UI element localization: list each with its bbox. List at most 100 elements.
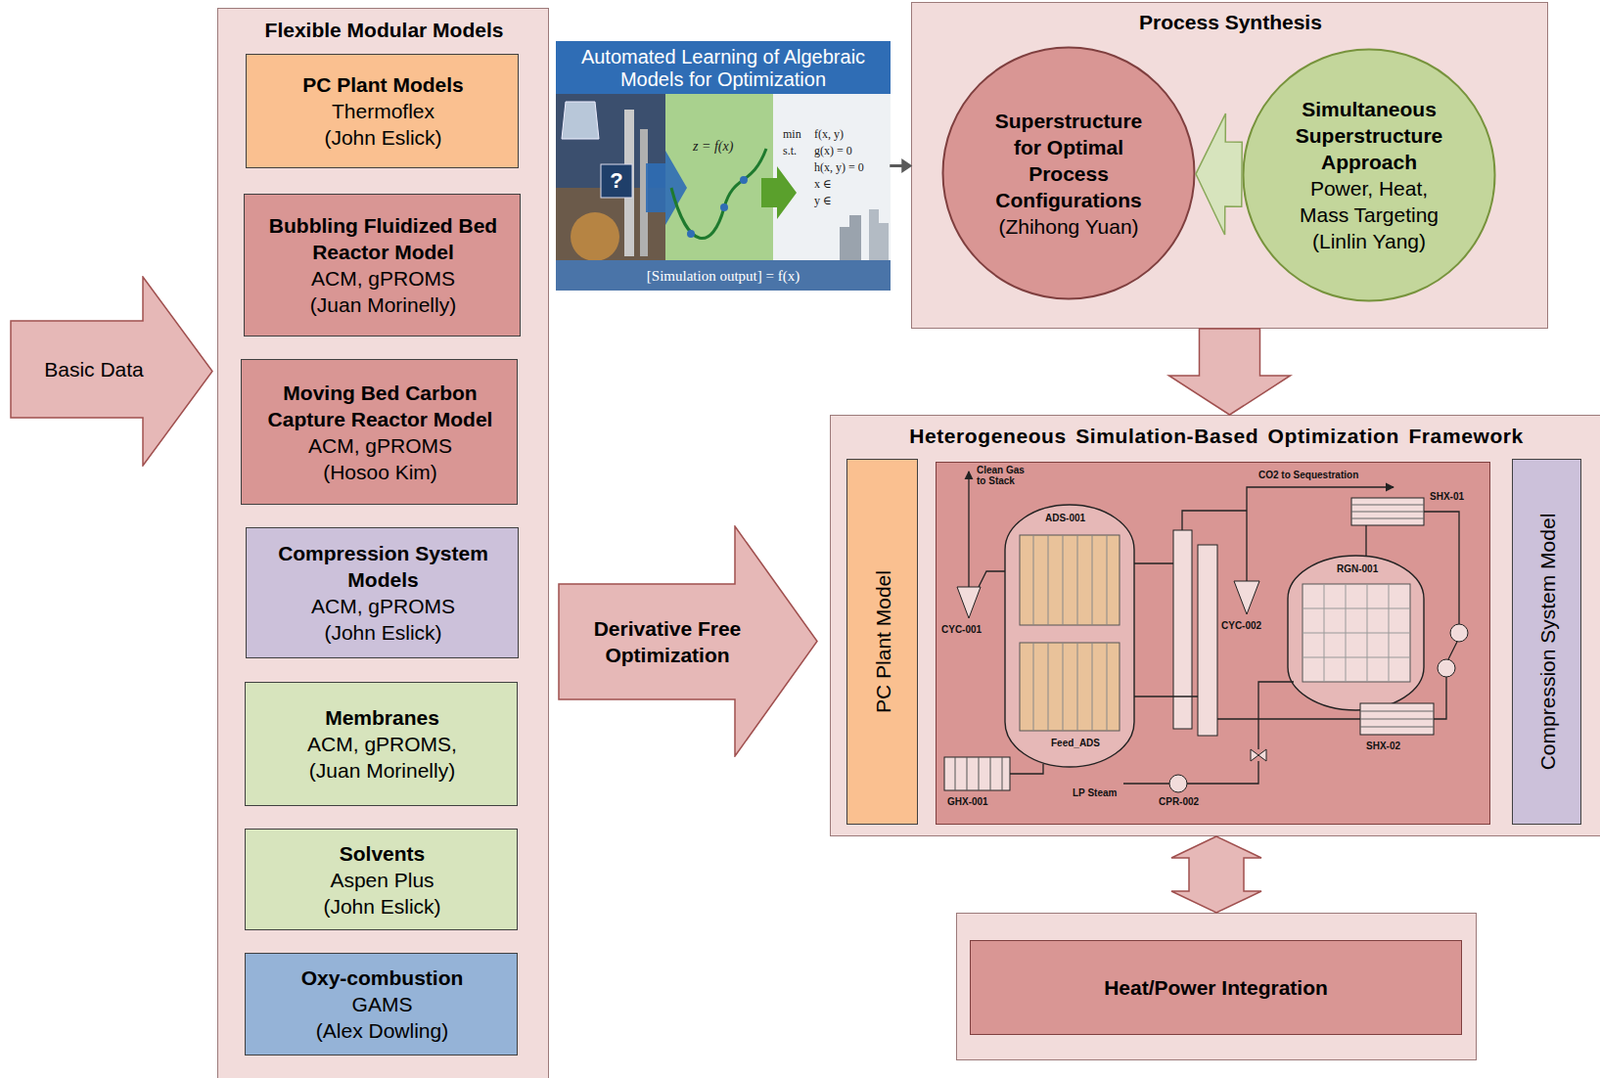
- node-text: (John Eslick): [256, 619, 510, 646]
- node-text: (Linlin Yang): [1285, 228, 1453, 255]
- node-text: (Juan Morinelly): [254, 291, 512, 319]
- figure-part: [1134, 562, 1174, 564]
- figure-part: [1134, 695, 1198, 697]
- node-heading: Solvents: [255, 840, 509, 868]
- figure-label: g(x) = 0: [814, 143, 853, 158]
- figure-label: LP Steam: [1072, 787, 1117, 799]
- figure-part: [665, 93, 774, 261]
- figure-label: h(x, y) = 0: [814, 160, 865, 175]
- model-box: Moving Bed Carbon Capture Reactor ModelA…: [240, 359, 518, 505]
- node-heading: PC Plant Models: [256, 71, 510, 98]
- node-text: ACM, gPROMS: [254, 265, 512, 292]
- figure-part: [1302, 584, 1411, 683]
- figure-part: [957, 587, 981, 619]
- node-text: ACM, gPROMS: [251, 432, 509, 459]
- figure-part: [1450, 624, 1468, 642]
- figure-part: [967, 471, 969, 588]
- text-group: SolventsAspen Plus(John Eslick): [255, 840, 509, 920]
- model-box: SolventsAspen Plus(John Eslick): [244, 828, 518, 931]
- node-text: (Juan Morinelly): [255, 757, 509, 784]
- text-group: PC Plant ModelsThermoflex(John Eslick): [256, 71, 510, 151]
- figure-part: [739, 176, 748, 184]
- figure-part: [1360, 703, 1434, 735]
- node-text: ACM, gPROMS,: [255, 731, 509, 758]
- figure-part: [555, 260, 891, 291]
- node-text: (Zhihong Yuan): [985, 213, 1152, 240]
- node-text: (John Eslick): [256, 124, 510, 151]
- synthesis-circle: Simultaneous Superstructure ApproachPowe…: [1241, 47, 1497, 303]
- text-group: Basic Data: [19, 356, 169, 383]
- figure-part: [1005, 504, 1135, 768]
- figure-part: [1250, 749, 1267, 762]
- figure-part: [1182, 510, 1247, 531]
- node-text: (Alex Dowling): [255, 1017, 509, 1045]
- figure-part: [555, 41, 891, 291]
- text-group: Automated Learning of Algebraic Models f…: [561, 45, 885, 92]
- figure-part: [570, 212, 620, 262]
- figure-label: Feed_ADS: [1051, 737, 1100, 749]
- node-text: GAMS: [255, 991, 509, 1018]
- figure-label: GHX-001: [947, 796, 989, 808]
- figure-label: CYC-002: [1221, 620, 1262, 632]
- text-group: Superstructure for Optimal Process Confi…: [985, 107, 1152, 240]
- figure-part: [944, 757, 1010, 791]
- figure-part: [1433, 677, 1447, 720]
- circle-outline: [943, 47, 1195, 300]
- figure-part: [1169, 775, 1188, 793]
- figure-label: f(x, y): [814, 127, 844, 141]
- text-group: Flexible Modular Models: [218, 16, 550, 44]
- figure-part: [1217, 718, 1361, 720]
- node-text: (John Eslick): [255, 893, 509, 920]
- figure-part: [773, 93, 891, 261]
- node-heading: Membranes: [255, 704, 509, 732]
- flowsheet-figure: [935, 461, 1491, 825]
- figure-part: [1019, 642, 1120, 732]
- chevron-arrow: [890, 160, 912, 173]
- figure-part: [600, 164, 633, 198]
- text-group: Oxy-combustionGAMS(Alex Dowling): [255, 964, 509, 1045]
- module-panel: Flexible Modular Models PC Plant ModelsTh…: [217, 7, 549, 1078]
- figure-part: [1019, 535, 1120, 626]
- figure-part: [1258, 682, 1294, 750]
- circle-outline: [1243, 49, 1496, 302]
- text-group: Compression System ModelsACM, gPROMS(Joh…: [256, 540, 510, 646]
- figure-part: [686, 229, 695, 238]
- text-group: Simultaneous Superstructure ApproachPowe…: [1285, 95, 1453, 255]
- text-group: MembranesACM, gPROMS,(Juan Morinelly): [255, 704, 509, 784]
- text-group: Derivative Free Optimization: [584, 615, 751, 669]
- node-heading: Heterogeneous Simulation-Based Optimizat…: [830, 422, 1600, 450]
- model-box: Bubbling Fluidized Bed Reactor ModelACM,…: [243, 193, 521, 337]
- figure-label: Clean Gas to Stack: [976, 464, 1032, 487]
- node-text: Aspen Plus: [255, 867, 509, 894]
- node-heading: Superstructure for Optimal Process Confi…: [985, 107, 1152, 214]
- figure-part: [561, 101, 599, 139]
- model-bar: PC Plant Model: [846, 458, 918, 825]
- node-heading: Flexible Modular Models: [218, 16, 550, 44]
- figure-part: [1351, 504, 1424, 519]
- figure-part: [1009, 764, 1044, 775]
- model-box: Compression System ModelsACM, gPROMS(Joh…: [245, 527, 519, 659]
- figure-label: z = f(x): [692, 138, 733, 155]
- model-box: PC Plant ModelsThermoflex(John Eslick): [245, 53, 519, 169]
- node-heading: Derivative Free Optimization: [584, 615, 751, 669]
- node-text: Thermoflex: [256, 97, 510, 125]
- model-box: MembranesACM, gPROMS,(Juan Morinelly): [244, 682, 518, 807]
- node-heading: Oxy-combustion: [255, 964, 509, 992]
- figure-label: min: [782, 127, 802, 141]
- figure-part: [761, 166, 797, 220]
- figure-part: [1187, 761, 1259, 784]
- figure-label: s.t.: [782, 143, 797, 158]
- model-box: Oxy-combustionGAMS(Alex Dowling): [244, 953, 518, 1056]
- arrow-outline: [558, 526, 818, 757]
- node-heading: Compression System Models: [256, 540, 510, 594]
- figure-label: ?: [606, 168, 627, 194]
- node-heading: Moving Bed Carbon Capture Reactor Model: [251, 379, 509, 433]
- figure-part: [1033, 535, 1107, 732]
- figure-part: [978, 571, 1006, 588]
- figure-part: [1197, 545, 1218, 736]
- node-heading: Compression System Model: [1533, 513, 1560, 772]
- figure-part: [1246, 487, 1394, 582]
- figure-part: [1173, 530, 1192, 730]
- figure-part: [968, 471, 1460, 784]
